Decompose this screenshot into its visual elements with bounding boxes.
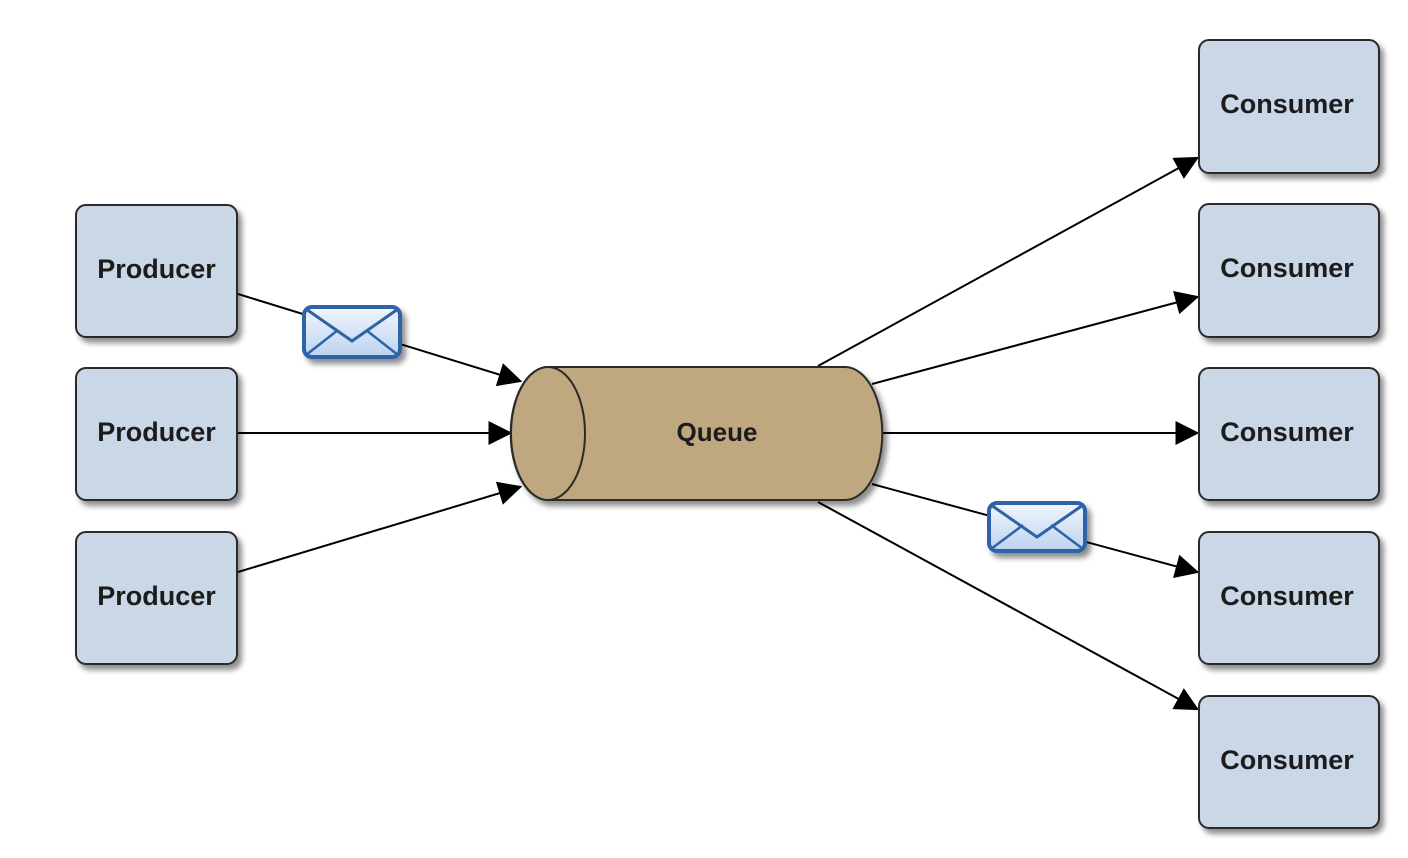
consumer-node: Consumer: [1198, 531, 1380, 665]
producers: Producer Producer Producer: [75, 204, 238, 665]
edge-queue-to-consumer-2: [871, 290, 1200, 385]
producer-node: Producer: [75, 204, 238, 338]
producer-label: Producer: [97, 581, 216, 611]
producer-label: Producer: [97, 417, 216, 447]
producer-label: Producer: [97, 254, 216, 284]
consumers: Consumer Consumer Consumer Consumer Cons…: [1198, 39, 1380, 829]
envelope-icon: [302, 305, 402, 359]
edge-queue-to-consumer-5: [817, 501, 1200, 711]
producer-node: Producer: [75, 367, 238, 501]
consumer-label: Consumer: [1220, 89, 1354, 119]
consumer-node: Consumer: [1198, 367, 1380, 501]
consumer-label: Consumer: [1220, 253, 1354, 283]
edge-queue-to-consumer-1: [817, 156, 1200, 367]
queue-node: Queue: [509, 366, 884, 501]
queue-label: Queue: [677, 417, 758, 447]
producer-node: Producer: [75, 531, 238, 665]
consumer-node: Consumer: [1198, 695, 1380, 829]
consumer-label: Consumer: [1220, 417, 1354, 447]
consumer-node: Consumer: [1198, 39, 1380, 174]
queue-cylinder-end: [510, 366, 586, 501]
consumer-label: Consumer: [1220, 745, 1354, 775]
consumer-node: Consumer: [1198, 203, 1380, 338]
edge-producer-3-to-queue: [237, 481, 523, 573]
envelope-icon: [987, 501, 1087, 553]
consumer-label: Consumer: [1220, 581, 1354, 611]
